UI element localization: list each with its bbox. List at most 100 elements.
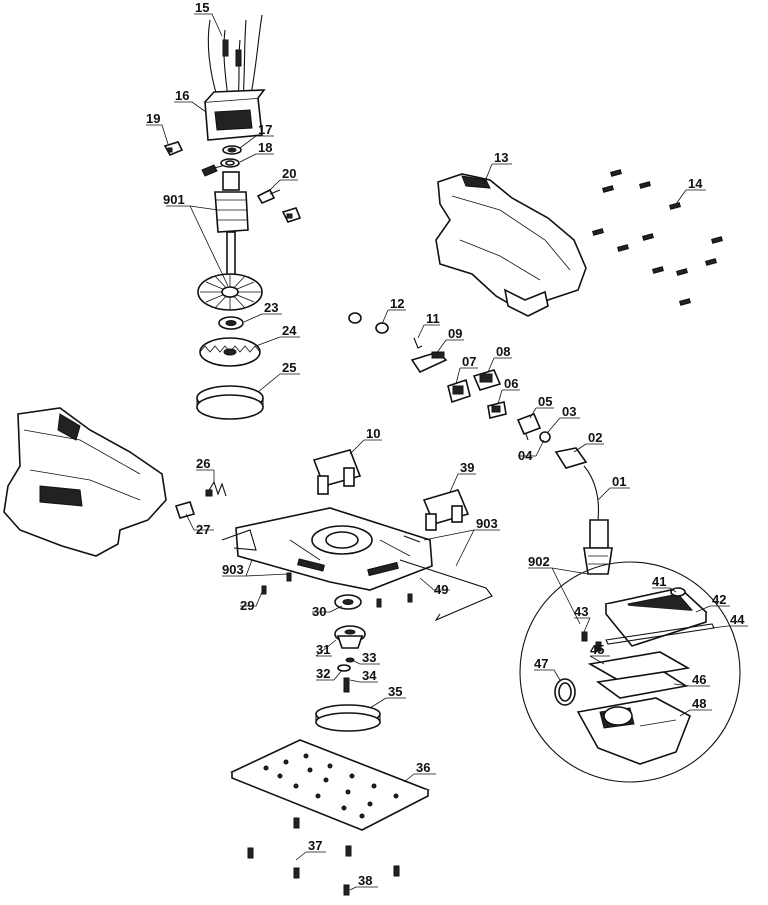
callout-16: 16 xyxy=(175,88,189,103)
callout-902: 902 xyxy=(528,554,550,569)
motor-wires xyxy=(207,14,263,101)
housing-left-assembled xyxy=(3,407,167,557)
spring-26 xyxy=(205,480,227,497)
callout-23: 23 xyxy=(264,300,278,315)
part-03 xyxy=(539,431,551,443)
callout-48: 48 xyxy=(692,696,706,711)
dust-box-detail-circle xyxy=(519,561,741,783)
bracket-39 xyxy=(422,489,470,531)
callout-32: 32 xyxy=(316,666,330,681)
washer-32 xyxy=(337,664,351,672)
spring-clip-11 xyxy=(413,337,423,349)
dust-box-lid-42 xyxy=(604,587,708,647)
callout-01: 01 xyxy=(612,474,626,489)
washer-18 xyxy=(220,158,240,168)
callout-901-motor: 901 xyxy=(163,192,185,207)
screw-38 xyxy=(343,884,350,896)
switch-07 xyxy=(447,378,471,404)
callout-07: 07 xyxy=(462,354,476,369)
callout-11: 11 xyxy=(426,311,440,326)
callout-36: 36 xyxy=(416,760,430,775)
stator xyxy=(204,89,266,141)
callout-labels: 15 16 19 17 18 20 901 23 24 25 13 14 12 … xyxy=(146,0,745,888)
callout-20: 20 xyxy=(282,166,296,181)
callout-17: 17 xyxy=(258,122,272,137)
filter-45 xyxy=(587,651,691,681)
switch-09 xyxy=(410,351,448,374)
callout-33: 33 xyxy=(362,650,376,665)
housing-half-13 xyxy=(435,173,587,317)
bracket-10 xyxy=(312,449,362,495)
callout-47: 47 xyxy=(534,656,548,671)
callout-24: 24 xyxy=(282,323,297,338)
callout-37: 37 xyxy=(308,838,322,853)
terminal-block xyxy=(163,141,184,157)
callout-08: 08 xyxy=(496,344,510,359)
callout-49: 49 xyxy=(434,582,448,597)
callout-44: 44 xyxy=(730,612,745,627)
sanding-pad-36 xyxy=(229,739,430,831)
callout-09: 09 xyxy=(448,326,462,341)
filter-46 xyxy=(595,671,689,699)
callout-903-left: 903 xyxy=(222,562,244,577)
callout-38: 38 xyxy=(358,873,372,888)
callout-05: 05 xyxy=(538,394,552,409)
callout-06: 06 xyxy=(504,376,518,391)
callout-30: 30 xyxy=(312,604,326,619)
knob-41 xyxy=(670,587,686,597)
bearing-30 xyxy=(334,594,362,610)
hook-27 xyxy=(174,501,196,519)
callout-46: 46 xyxy=(692,672,706,687)
part-06 xyxy=(487,401,507,419)
switch-08 xyxy=(472,369,502,391)
bearing-23 xyxy=(218,316,244,330)
fan-impeller xyxy=(197,273,263,311)
callout-45: 45 xyxy=(590,642,604,657)
small-parts-12 xyxy=(348,312,389,334)
gear-24 xyxy=(199,337,261,367)
dust-box-48 xyxy=(576,697,692,765)
washer-17 xyxy=(222,145,242,155)
washer-33 xyxy=(345,657,355,663)
callout-43: 43 xyxy=(574,604,588,619)
callout-31: 31 xyxy=(316,642,330,657)
callout-19: 19 xyxy=(146,111,160,126)
belt-ring-25 xyxy=(196,385,264,420)
callout-04: 04 xyxy=(518,448,533,463)
callout-14: 14 xyxy=(688,176,703,191)
brush-20 xyxy=(256,188,281,205)
screw-left xyxy=(201,164,223,177)
leader-lines xyxy=(146,13,748,891)
callout-903-right: 903 xyxy=(476,516,498,531)
callout-34: 34 xyxy=(362,668,377,683)
ring-35 xyxy=(315,704,381,732)
screws-14 xyxy=(592,169,723,306)
callout-02: 02 xyxy=(588,430,602,445)
callout-10: 10 xyxy=(366,426,380,441)
callout-42: 42 xyxy=(712,592,726,607)
part-05 xyxy=(516,412,542,441)
callout-29: 29 xyxy=(240,598,254,613)
base-plate xyxy=(235,507,433,591)
callout-03: 03 xyxy=(562,404,576,419)
power-cable xyxy=(554,447,613,575)
screws-base xyxy=(261,572,413,608)
callout-13: 13 xyxy=(494,150,508,165)
screw-34 xyxy=(343,677,350,693)
brush-holder xyxy=(281,207,302,223)
armature xyxy=(214,171,249,281)
eccentric-31 xyxy=(334,625,366,649)
wire-springs-903 xyxy=(221,529,493,622)
callout-27: 27 xyxy=(196,522,210,537)
callout-39: 39 xyxy=(460,460,474,475)
callout-26: 26 xyxy=(196,456,210,471)
screws-37 xyxy=(247,817,400,879)
callout-15: 15 xyxy=(195,0,209,15)
screw-43 xyxy=(581,631,602,652)
callout-18: 18 xyxy=(258,140,272,155)
callout-12: 12 xyxy=(390,296,404,311)
callout-25: 25 xyxy=(282,360,296,375)
callout-41: 41 xyxy=(652,574,666,589)
ring-47 xyxy=(554,678,576,706)
